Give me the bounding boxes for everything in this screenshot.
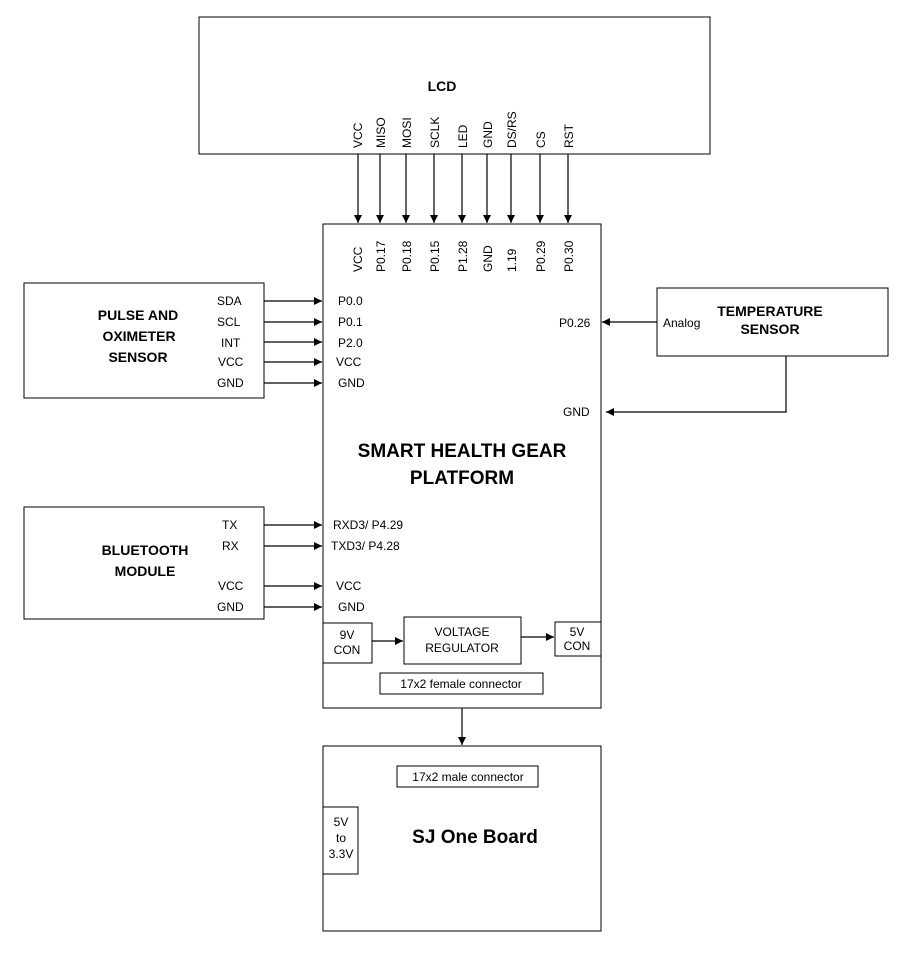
sj-regulator-line2: to [336,831,346,845]
sj-regulator-box [322,806,359,875]
pulse-pin-vcc: VCC [218,355,244,369]
sj-regulator-line1: 5V [334,815,349,829]
platform-pin-bt-vcc: VCC [336,579,362,593]
pulse-title-line1: PULSE AND [98,307,178,323]
lcd-block: LCD VCC MISO MOSI SCLK LED GND DS/RS CS … [198,16,711,155]
bluetooth-block: BLUETOOTH MODULE TX RX VCC GND [23,506,265,620]
male-connector-box [396,765,539,788]
platform-pin-temp-gnd: GND [563,405,590,419]
platform-pin-p0-26: P0.26 [559,316,591,330]
platform-pin-p0-1: P0.1 [338,315,363,329]
lcd-pin-mosi: MOSI [400,117,414,148]
sj-board-title: SJ One Board [412,827,538,848]
female-connector-label: 17x2 female connector [400,677,521,691]
bluetooth-pin-vcc: VCC [218,579,244,593]
lcd-pin-rst: RST [562,123,576,148]
lcd-pin-miso: MISO [374,117,388,148]
lcd-pin-cs: CS [534,131,548,148]
connections [264,154,787,745]
platform-pin-rxd3: RXD3/ P4.29 [333,518,403,532]
male-connector-label: 17x2 male connector [412,770,523,784]
platform-pin-p0-30: P0.30 [562,240,576,272]
pulse-box [23,282,265,399]
con-5v-line2: CON [564,639,591,653]
bluetooth-box [23,506,265,620]
lcd-pin-vcc: VCC [351,122,365,148]
voltage-regulator-line1: VOLTAGE [435,625,490,639]
platform-pin-pulse-vcc: VCC [336,355,362,369]
lcd-pin-sclk: SCLK [428,117,442,148]
pulse-oximeter-block: PULSE AND OXIMETER SENSOR SDA SCL INT VC… [23,282,265,399]
bluetooth-pin-tx: TX [222,518,237,532]
voltage-regulator-line2: REGULATOR [425,641,499,655]
con-9v-line1: 9V [340,628,355,642]
platform-pin-p0-15: P0.15 [428,240,442,272]
voltage-regulator-box [403,616,522,665]
con-5v-line1: 5V [570,625,585,639]
platform-pin-p2-0: P2.0 [338,336,363,350]
temperature-title-line1: TEMPERATURE [717,303,823,319]
platform-pin-p0-18: P0.18 [400,240,414,272]
platform-title-line1: SMART HEALTH GEAR [358,441,567,462]
sj-regulator-line3: 3.3V [329,847,354,861]
platform-pin-gnd: GND [481,245,495,272]
platform-title-line2: PLATFORM [410,468,514,489]
bluetooth-title-line2: MODULE [115,563,176,579]
bluetooth-pin-rx: RX [222,539,239,553]
platform-block: VCC P0.17 P0.18 P0.15 P1.28 GND 1.19 P0.… [322,223,602,709]
lcd-box [198,16,711,155]
temperature-box [656,287,889,357]
platform-pin-txd3: TXD3/ P4.28 [331,539,400,553]
bluetooth-title-line1: BLUETOOTH [102,542,189,558]
pulse-pin-scl: SCL [217,315,241,329]
con-5v-box [554,621,602,657]
lcd-title: LCD [428,78,457,94]
temperature-analog-label: Analog [663,316,700,330]
con-9v-line2: CON [334,643,361,657]
pulse-pin-gnd: GND [217,376,244,390]
pulse-title-line2: OXIMETER [102,328,175,344]
platform-pin-p0-29: P0.29 [534,240,548,272]
temperature-title-line2: SENSOR [740,321,799,337]
wire-temp-gnd [606,356,787,416]
platform-pin-bt-gnd: GND [338,600,365,614]
bluetooth-pin-gnd: GND [217,600,244,614]
pulse-pin-sda: SDA [217,294,242,308]
platform-pin-pulse-gnd: GND [338,376,365,390]
sj-one-board-block: 17x2 male connector 5V to 3.3V SJ One Bo… [322,745,602,932]
platform-pin-1-19: 1.19 [505,248,519,272]
con-9v-box [322,622,373,664]
platform-pin-p1-28: P1.28 [456,240,470,272]
platform-pin-vcc: VCC [351,246,365,272]
pulse-title-line3: SENSOR [108,349,167,365]
temperature-sensor-block: Analog TEMPERATURE SENSOR [656,287,889,357]
female-connector-box [379,672,544,695]
platform-pin-p0-0: P0.0 [338,294,363,308]
lcd-pin-dsrs: DS/RS [505,111,519,148]
platform-pin-p0-17: P0.17 [374,240,388,272]
pulse-pin-int: INT [221,336,241,350]
lcd-pin-gnd: GND [481,121,495,148]
lcd-pin-led: LED [456,124,470,148]
